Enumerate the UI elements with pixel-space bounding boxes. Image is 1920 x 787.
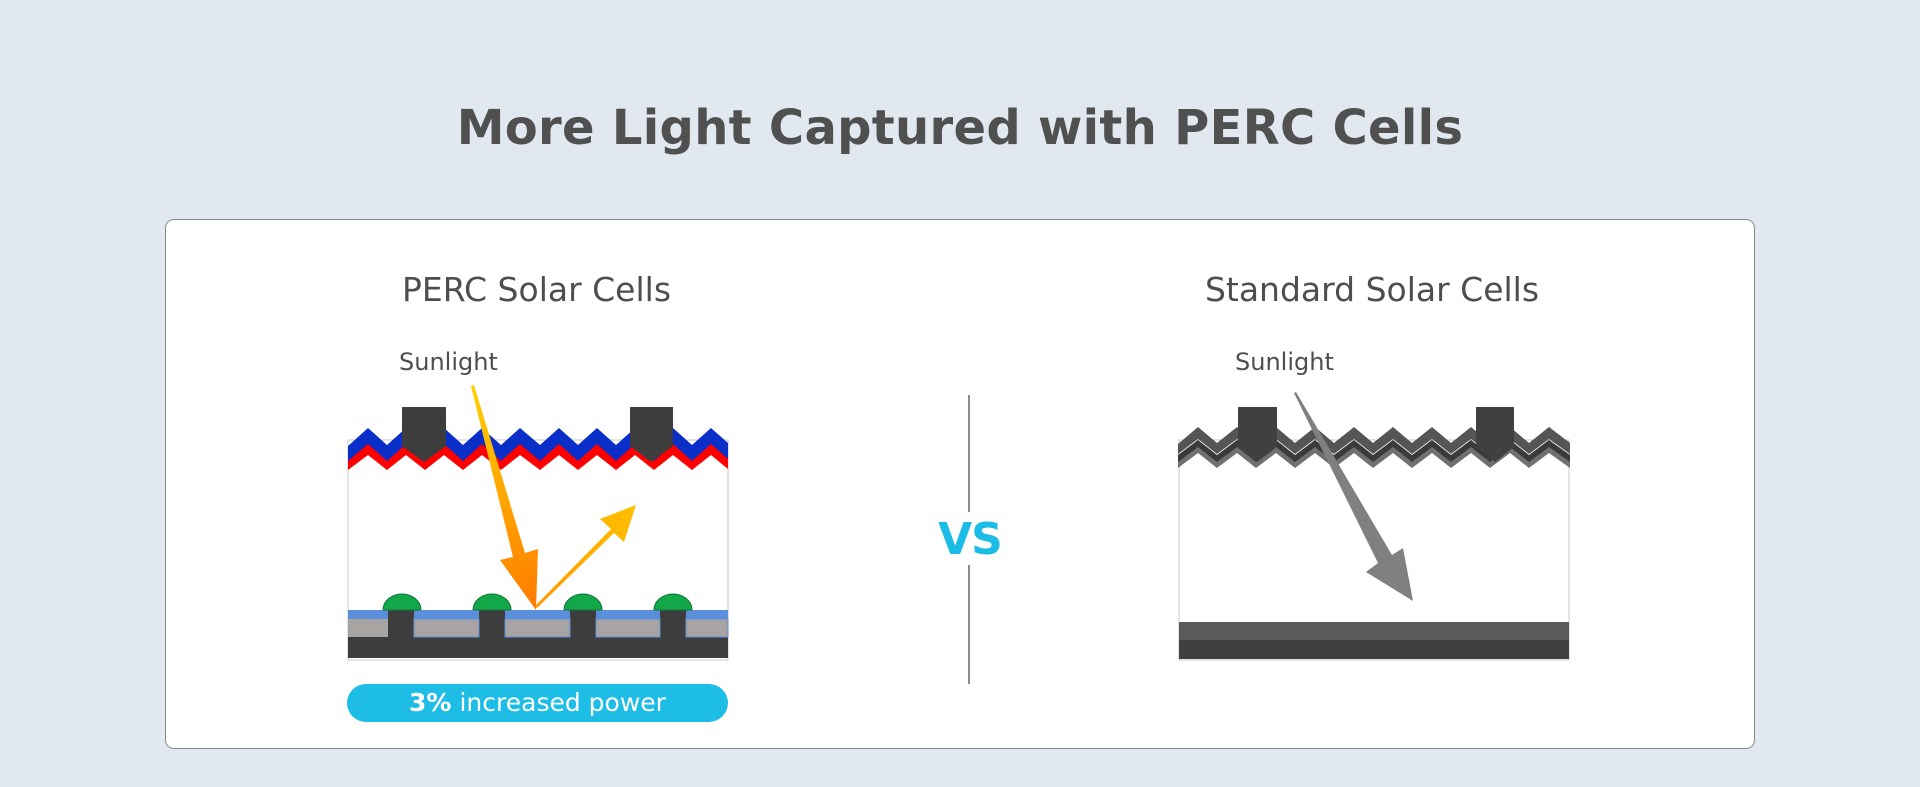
incident-light-arrow-icon: [471, 385, 538, 610]
standard-cells-heading: Standard Solar Cells: [1204, 270, 1540, 309]
contact-dome: [472, 593, 512, 611]
front-finger-left: [1238, 407, 1277, 462]
standard-cell-diagram: [1178, 392, 1570, 661]
badge-value: 3%: [409, 688, 452, 717]
absorbed-light-arrow-icon: [1294, 392, 1413, 601]
increased-power-badge: 3% increased power: [347, 684, 728, 722]
perc-sunlight-label: Sunlight: [399, 348, 498, 376]
perc-cells-heading: PERC Solar Cells: [401, 270, 672, 309]
reflected-light-arrow-icon: [535, 505, 636, 608]
versus-label: VS: [938, 514, 1003, 565]
front-finger-left: [402, 407, 446, 462]
perc-cell-diagram: [347, 385, 729, 661]
page-title: More Light Captured with PERC Cells: [456, 100, 1464, 156]
front-finger-right: [630, 407, 673, 462]
junction-layer: [1178, 445, 1570, 468]
standard-sunlight-label: Sunlight: [1235, 348, 1334, 376]
badge-text: increased power: [459, 688, 666, 717]
contact-dome: [653, 593, 693, 611]
rear-layer-upper: [1179, 622, 1569, 640]
divider-bottom: [968, 565, 970, 684]
contact-dome: [382, 593, 422, 611]
contact-dome: [563, 593, 603, 611]
rear-layer-lower: [1179, 640, 1569, 659]
front-finger-right: [1476, 407, 1514, 462]
divider-top: [968, 395, 970, 512]
